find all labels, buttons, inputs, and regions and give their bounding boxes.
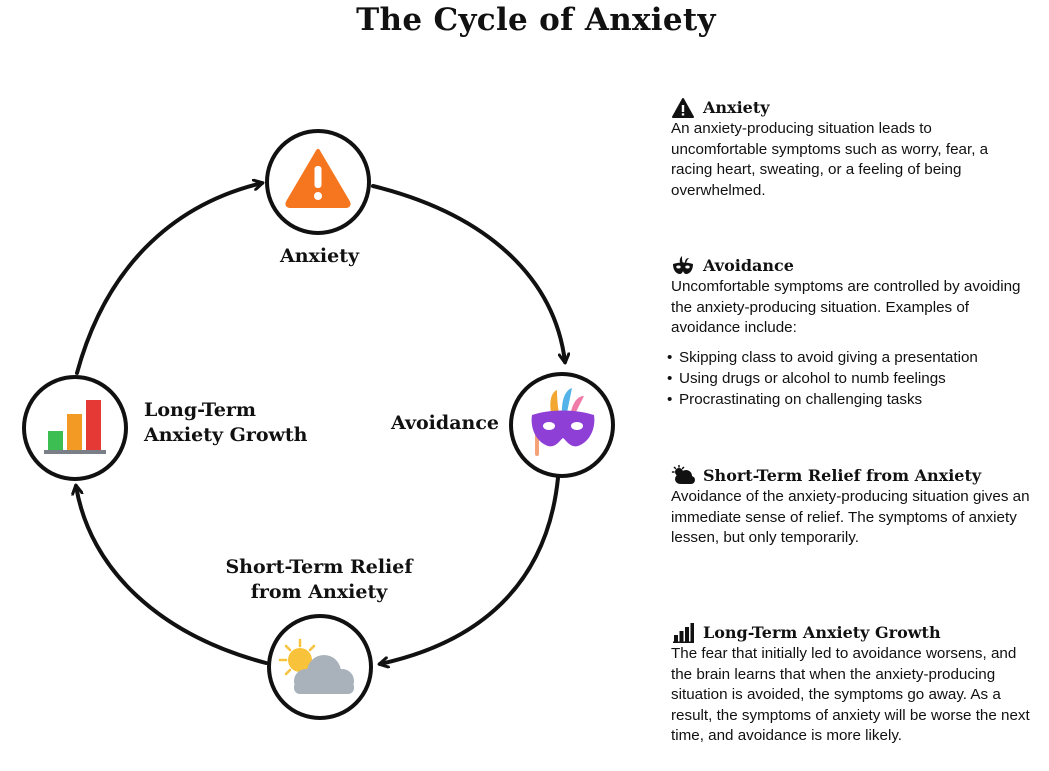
section-relief-text: Avoidance of the anxiety-producing situa… bbox=[671, 488, 1030, 546]
section-relief-heading: Short-Term Relief from Anxiety bbox=[671, 465, 1031, 487]
arrow-growth-to-anxiety bbox=[75, 183, 262, 375]
section-avoidance-text: Uncomfortable symptoms are controlled by… bbox=[671, 278, 1021, 336]
section-avoidance-heading: Avoidance bbox=[671, 255, 1031, 277]
bar-chart-icon bbox=[44, 400, 106, 454]
mask-icon bbox=[531, 388, 595, 456]
mask-icon bbox=[673, 256, 693, 274]
cloud-sun-icon bbox=[671, 465, 695, 484]
section-growth: Long-Term Anxiety Growth The fear that i… bbox=[671, 622, 1031, 747]
node-anxiety-label: Anxiety bbox=[280, 245, 360, 267]
page-title: The Cycle of Anxiety bbox=[356, 2, 716, 38]
arrow-anxiety-to-avoidance bbox=[371, 184, 565, 362]
node-relief-label: Short-Term Relief from Anxiety bbox=[225, 556, 413, 603]
section-relief: Short-Term Relief from Anxiety Avoidance… bbox=[671, 465, 1031, 549]
section-anxiety-text: An anxiety-producing situation leads to … bbox=[671, 120, 989, 199]
section-anxiety-heading: Anxiety bbox=[671, 97, 1031, 119]
node-avoidance-label: Avoidance bbox=[391, 412, 499, 434]
warning-icon bbox=[285, 149, 351, 208]
section-anxiety: Anxiety An anxiety-producing situation l… bbox=[671, 97, 1031, 201]
arrow-avoidance-to-relief bbox=[380, 476, 560, 664]
list-item: Procrastinating on challenging tasks bbox=[667, 389, 1031, 410]
node-growth-label: Long-Term Anxiety Growth bbox=[144, 399, 308, 446]
section-growth-text: The fear that initially led to avoidance… bbox=[671, 645, 1030, 744]
cloud-sun-icon bbox=[278, 638, 354, 694]
avoidance-examples-list: Skipping class to avoid giving a present… bbox=[665, 347, 1031, 410]
section-growth-heading: Long-Term Anxiety Growth bbox=[671, 622, 1031, 644]
arrow-relief-to-growth bbox=[76, 486, 268, 665]
list-item: Using drugs or alcohol to numb feelings bbox=[667, 368, 1031, 389]
bar-chart-icon bbox=[673, 623, 694, 643]
warning-icon bbox=[672, 98, 694, 118]
list-item: Skipping class to avoid giving a present… bbox=[667, 347, 1031, 368]
section-avoidance: Avoidance Uncomfortable symptoms are con… bbox=[667, 255, 1031, 410]
